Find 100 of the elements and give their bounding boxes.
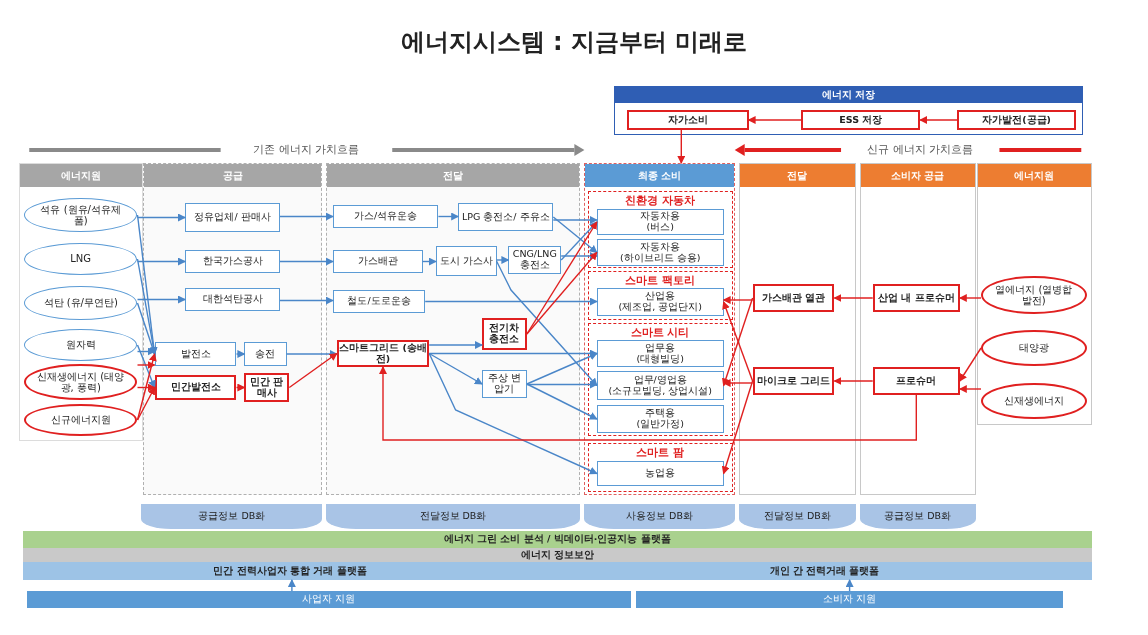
arrow bbox=[833, 377, 874, 385]
arrow bbox=[428, 341, 483, 349]
arrow bbox=[235, 350, 246, 358]
process-box: 농업용 bbox=[596, 461, 724, 486]
column-header: 소비자 공급 bbox=[860, 164, 975, 187]
arrow bbox=[136, 344, 156, 389]
arrow bbox=[958, 294, 982, 302]
column-panel bbox=[977, 163, 1092, 425]
process-box: 철도/도로운송 bbox=[332, 290, 426, 313]
category-group bbox=[587, 271, 733, 320]
process-box: 주상 변압기 bbox=[482, 370, 527, 398]
arrow bbox=[287, 579, 296, 592]
process-box: 산업 내 프로슈머 bbox=[872, 284, 960, 312]
column-header: 최종 소비 bbox=[584, 164, 735, 187]
arrow bbox=[424, 297, 598, 306]
process-box: 프로슈머 bbox=[872, 367, 960, 395]
arrow bbox=[437, 212, 460, 221]
process-box: 가스배관 열관 bbox=[752, 284, 835, 312]
source-ellipse: 태양광 bbox=[980, 330, 1087, 366]
process-box: 도시 가스사 bbox=[435, 246, 497, 276]
process-box: 자가발전(공급) bbox=[957, 110, 1076, 130]
source-ellipse: 신재생에너지 (태양광, 풍력) bbox=[23, 364, 138, 400]
column-panel bbox=[583, 163, 736, 495]
panel-header: 에너지 저장 bbox=[615, 87, 1082, 103]
process-box: 스마트그리드 (송배전) bbox=[336, 340, 430, 367]
arrow bbox=[136, 213, 186, 222]
process-box: 전기차 충전소 bbox=[482, 318, 527, 350]
arrow bbox=[722, 296, 754, 304]
arrow bbox=[552, 216, 598, 254]
source-ellipse: 열에너지 (열병합발전) bbox=[980, 276, 1087, 314]
diagram-title: 에너지시스템 : 지금부터 미래로 bbox=[399, 27, 749, 58]
database-band: 전달정보 DB화 bbox=[739, 504, 856, 529]
database-band: 사용정보 DB화 bbox=[583, 504, 736, 529]
arrow bbox=[428, 352, 598, 475]
category-group bbox=[587, 443, 733, 492]
arrow bbox=[495, 256, 510, 264]
column-header: 전달 bbox=[327, 164, 579, 187]
arrow bbox=[235, 383, 246, 392]
arrow bbox=[747, 116, 803, 124]
column-panel bbox=[326, 163, 580, 495]
arrow bbox=[136, 386, 156, 421]
arrow bbox=[379, 366, 917, 441]
arrow bbox=[526, 352, 598, 385]
process-box: 대한석탄공사 bbox=[185, 288, 280, 311]
process-box: 가스/석유운송 bbox=[332, 205, 439, 228]
arrow bbox=[136, 353, 157, 421]
process-box: 발전소 bbox=[154, 342, 237, 366]
process-box: 민간 판매사 bbox=[244, 373, 290, 402]
group-heading: 스마트 팩토리 bbox=[624, 273, 696, 288]
process-box: 한국가스공사 bbox=[185, 250, 280, 273]
source-ellipse: 신규에너지원 bbox=[23, 404, 138, 436]
arrow bbox=[136, 257, 186, 266]
arrow bbox=[845, 579, 854, 592]
process-box: LPG 충전소/ 주유소 bbox=[458, 203, 554, 231]
arrow bbox=[428, 352, 483, 385]
arrow bbox=[136, 214, 158, 355]
arrow bbox=[677, 129, 686, 164]
source-ellipse: 원자력 bbox=[23, 329, 138, 361]
process-box: 산업용 (제조업, 공업단지) bbox=[596, 288, 724, 316]
process-box: 송전 bbox=[244, 342, 287, 366]
support-bar: 사업자 지원 bbox=[26, 591, 632, 608]
arrow bbox=[919, 116, 958, 124]
arrow bbox=[959, 347, 982, 382]
source-ellipse: LNG bbox=[23, 243, 138, 275]
column-header: 공급 bbox=[143, 164, 322, 187]
platform-band: 에너지 그린 소비 분석 / 빅데이터·인공지능 플랫폼 bbox=[22, 531, 1092, 548]
arrow bbox=[136, 361, 156, 369]
arrow bbox=[560, 252, 598, 260]
support-bar: 소비자 지원 bbox=[636, 591, 1063, 608]
arrow bbox=[958, 385, 982, 393]
group-heading: 친환경 자동차 bbox=[624, 193, 696, 208]
arrow bbox=[721, 380, 754, 475]
arrow bbox=[136, 383, 156, 392]
category-group bbox=[587, 323, 733, 436]
source-ellipse: 석탄 (유/무연탄) bbox=[23, 286, 138, 320]
column-header: 에너지원 bbox=[19, 164, 142, 187]
process-box: 자동차용 (하이브리드 승용) bbox=[596, 239, 724, 266]
group-heading: 스마트 시티 bbox=[629, 325, 691, 340]
database-band: 전달정보 DB화 bbox=[326, 504, 580, 529]
arrow bbox=[495, 260, 598, 387]
category-group bbox=[587, 191, 733, 268]
arrow bbox=[136, 302, 157, 355]
arrow bbox=[722, 379, 754, 387]
process-box: 정유업체/ 판매사 bbox=[185, 203, 280, 232]
column-panel bbox=[18, 163, 143, 441]
column-panel bbox=[739, 163, 856, 495]
column-panel bbox=[859, 163, 976, 495]
arrow bbox=[285, 350, 338, 358]
arrow bbox=[552, 216, 598, 224]
process-box: 업무/영업용 (소규모빌딩, 상업시설) bbox=[596, 371, 724, 400]
arrow bbox=[526, 383, 598, 420]
process-box: 자동차용 (버스) bbox=[596, 209, 724, 235]
arrow bbox=[421, 257, 437, 266]
arrow bbox=[560, 221, 598, 261]
column-header: 에너지원 bbox=[978, 164, 1091, 187]
database-band: 공급정보 DB화 bbox=[141, 504, 323, 529]
arrow bbox=[279, 296, 334, 305]
arrow bbox=[833, 294, 874, 302]
arrow bbox=[136, 347, 156, 356]
group-heading: 스마트 팜 bbox=[635, 445, 685, 460]
